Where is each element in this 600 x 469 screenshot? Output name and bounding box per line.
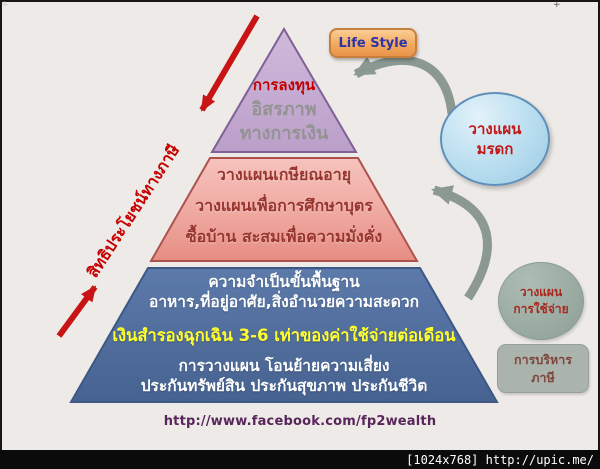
curved-arrow-estate-to-top-icon xyxy=(353,55,457,115)
top-band-line1: อิสรภาพ xyxy=(251,99,317,120)
bottom-band-line1: ความจำเป็นขั้นพื้นฐาน xyxy=(208,273,360,291)
estate-callout-line1: วางแผน xyxy=(468,119,522,138)
crop-mark-top-left: + xyxy=(1,0,9,10)
lifestyle-badge-label: Life Style xyxy=(338,35,408,51)
tax-admin-line1: การบริหาร xyxy=(514,352,572,367)
bottom-band-line5: ประกันทรัพย์สิน ประกันสุขภาพ ประกันชีวิต xyxy=(140,377,428,395)
pyramid-bottom-band xyxy=(69,267,499,403)
spending-callout-line2: การใช้จ่าย xyxy=(513,302,569,316)
middle-band-line1: วางแผนเกษียณอายุ xyxy=(216,165,352,184)
pyramid-middle-band xyxy=(149,157,419,262)
crop-mark-top-right: + xyxy=(553,0,561,10)
bottom-band-emergency-line: เงินสำรองฉุกเฉิน 3-6 เท่าของค่าใช้จ่ายต่… xyxy=(112,326,456,345)
top-band-line2: ทางการเงิน xyxy=(239,123,329,144)
estate-planning-callout: วางแผน มรดก xyxy=(440,92,550,186)
spending-planning-callout: วางแผน การใช้จ่าย xyxy=(498,262,584,340)
middle-band-line2: วางแผนเพื่อการศึกษาบุตร xyxy=(195,196,373,215)
bottom-band-line4: การวางแผน โอนย้ายความเสี่ยง xyxy=(178,357,390,375)
watermark-text: [1024x768] http://upic.me/ xyxy=(406,452,594,467)
bottom-band-line2: อาหาร,ที่อยู่อาศัย,สิ่งอำนวยความสะดวก xyxy=(149,293,419,311)
facebook-url-text: http://www.facebook.com/fp2wealth xyxy=(163,414,437,429)
red-arrow-lower-icon xyxy=(56,285,98,338)
red-arrow-upper-icon xyxy=(199,14,260,112)
estate-callout-line2: มรดก xyxy=(476,140,514,158)
spending-callout-line1: วางแผน xyxy=(519,285,563,300)
lifestyle-badge: Life Style xyxy=(329,28,417,58)
pyramid-top-band xyxy=(210,27,358,153)
tax-admin-line2: ภาษี xyxy=(531,369,555,385)
watermark-strip: [1024x768] http://upic.me/ xyxy=(0,450,600,469)
curved-arrow-spending-to-middle-icon xyxy=(431,185,492,301)
tax-admin-callout: การบริหาร ภาษี xyxy=(497,344,589,393)
top-band-title: การลงทุน xyxy=(252,76,316,94)
middle-band-line3: ซื้อบ้าน สะสมเพื่อความมั่งคั่ง xyxy=(185,227,383,246)
